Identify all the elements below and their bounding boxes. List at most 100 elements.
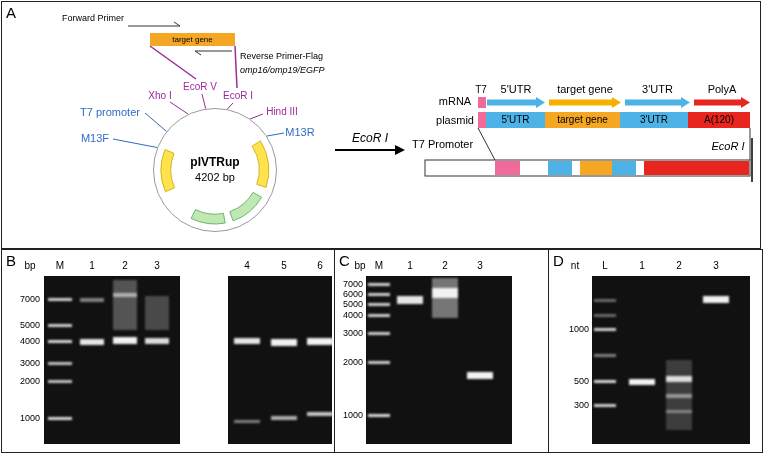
gel-band — [271, 416, 297, 420]
site-line — [202, 94, 206, 109]
lane-label: 2 — [676, 261, 682, 271]
row-label: plasmid — [436, 115, 474, 126]
promoter-label: T7 — [475, 85, 487, 95]
arrow-shape — [549, 97, 621, 108]
cloning-line — [150, 46, 196, 79]
lane-label: 3 — [713, 261, 719, 271]
leader-line — [145, 113, 167, 131]
gel-band — [368, 283, 390, 286]
gel-band — [48, 417, 72, 420]
plasmid-feature — [252, 141, 269, 188]
gel-band — [307, 338, 333, 345]
process-arrow — [335, 145, 405, 155]
linear-plasmid — [495, 161, 520, 175]
gel-band — [666, 376, 692, 382]
arrow-shape — [694, 97, 750, 108]
size-marker: 3000 — [343, 329, 363, 338]
size-marker: 7000 — [20, 295, 40, 304]
site-label: EcoR V — [183, 82, 217, 92]
linear-plasmid — [425, 160, 750, 176]
primer-arrow — [195, 51, 232, 55]
lane-label: 1 — [89, 261, 95, 271]
polya-box: A(120) — [688, 112, 750, 128]
gel-band — [80, 298, 104, 302]
node-label: 3'UTR — [620, 112, 688, 128]
gel-band — [594, 328, 616, 331]
size-marker: 5000 — [20, 321, 40, 330]
arrow-shape — [487, 97, 545, 108]
size-marker: 4000 — [343, 311, 363, 320]
gel-band — [48, 298, 72, 301]
leader-line — [267, 133, 284, 136]
gel-image — [592, 276, 750, 444]
process-arrow — [335, 149, 396, 151]
gel-band — [666, 410, 692, 413]
primer-label: M13R — [285, 127, 314, 138]
plasmid-feature — [230, 192, 262, 221]
promoter-block — [478, 97, 486, 128]
primer-label: M13F — [81, 133, 109, 144]
node-label: 3'UTR — [625, 83, 690, 96]
gel-band — [368, 293, 390, 296]
gel-band — [113, 293, 137, 297]
site-label: EcoR I — [223, 91, 253, 101]
panel-letter: A — [6, 4, 16, 21]
primer-label: Reverse Primer-Flag — [240, 52, 323, 61]
gel-band — [368, 332, 390, 335]
promoter-block — [478, 97, 486, 108]
gel-band — [271, 339, 297, 346]
gel-image — [44, 276, 750, 444]
process-arrow — [395, 145, 405, 155]
zoom-line — [478, 128, 495, 160]
gel-band — [397, 296, 423, 304]
plasmid-map: pIVTRup4202 bp — [153, 108, 277, 232]
gel-band — [629, 379, 655, 385]
lane-label: M — [56, 261, 64, 271]
gel-band — [467, 372, 493, 379]
site-line — [227, 103, 233, 109]
arrow-shape — [549, 97, 621, 108]
node-label: target gene — [545, 112, 620, 128]
size-marker: 500 — [574, 377, 589, 386]
gel-band — [594, 314, 616, 317]
size-marker: 2000 — [20, 377, 40, 386]
gel-band — [48, 324, 72, 327]
gel-band — [368, 361, 390, 364]
lane-label: 4 — [244, 261, 250, 271]
site-label: Xho I — [148, 91, 171, 101]
size-marker: 1000 — [343, 411, 363, 420]
promoter-block — [478, 112, 486, 128]
size-marker: 7000 — [343, 280, 363, 289]
lane-label: M — [375, 261, 383, 271]
gel-band — [145, 338, 169, 344]
utr-box: 3'UTR — [620, 112, 688, 128]
gel-band — [594, 380, 616, 383]
primer-arrow — [128, 22, 180, 26]
linear-plasmid — [548, 161, 572, 175]
site-label: Hind III — [266, 107, 298, 117]
gel-band — [368, 314, 390, 317]
zoom-line — [750, 128, 751, 160]
gel-band — [145, 296, 169, 330]
node-label: A(120) — [688, 112, 750, 128]
lane-label: 3 — [154, 261, 160, 271]
size-marker: 1000 — [569, 325, 589, 334]
plasmid-feature — [161, 141, 269, 224]
lane-label: 2 — [122, 261, 128, 271]
gel-image — [228, 276, 332, 444]
gel-band — [307, 412, 333, 416]
site-line — [250, 114, 263, 119]
gel-band — [666, 360, 692, 430]
lane-label: 6 — [317, 261, 323, 271]
leader-line — [113, 113, 284, 148]
size-marker: 300 — [574, 401, 589, 410]
node-label: 4202 bp — [195, 170, 235, 185]
gel-image — [366, 276, 512, 444]
size-marker: 1000 — [20, 414, 40, 423]
utr-arrow: 3'UTR — [625, 83, 690, 109]
lane-label: bp — [354, 261, 365, 271]
panel-letter: D — [553, 252, 564, 269]
gel-band — [594, 354, 616, 357]
